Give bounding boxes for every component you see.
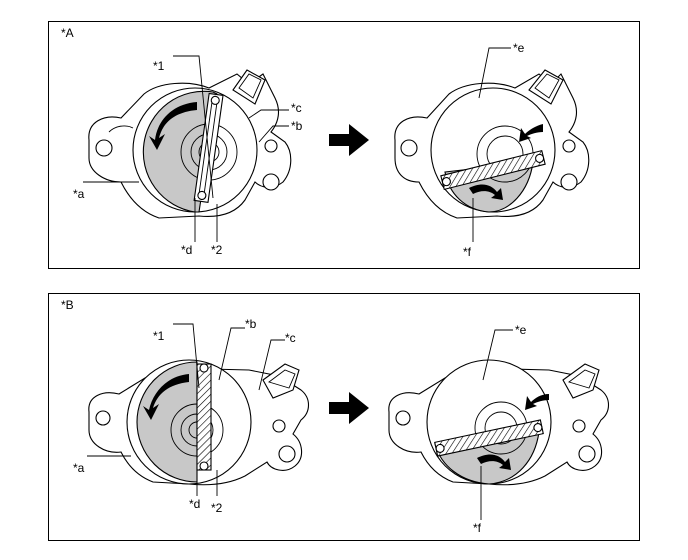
pump-chamber-before (132, 87, 258, 213)
panel-b-illustration: *1 *b *c *a *d *2 *e *f (73, 317, 610, 535)
figure-panel-b: *B (48, 293, 640, 541)
flow-arrow-upper-icon (519, 124, 543, 142)
label-d: *d (181, 243, 192, 257)
flow-arrow-upper-icon (525, 394, 549, 410)
label-c: *c (291, 101, 302, 115)
label-b: *b (245, 317, 257, 331)
flow-arrow-lower-icon (477, 454, 511, 470)
label-part-1: *1 (153, 329, 165, 343)
label-e: *e (513, 41, 525, 55)
panel-tag: *A (61, 26, 74, 40)
label-c: *c (285, 331, 296, 345)
pump-chamber-after (426, 359, 552, 485)
label-a: *a (73, 461, 85, 475)
pump-chamber-before (126, 359, 252, 485)
panel-tag: *B (61, 298, 74, 312)
leader-lines (83, 47, 511, 242)
vane-part-1-rotated (434, 419, 544, 457)
label-part-2: *2 (211, 243, 223, 257)
step-right-arrow-icon (329, 124, 369, 156)
label-part-2: *2 (211, 501, 223, 515)
label-a: *a (73, 187, 85, 201)
vane-part-1-rotated (440, 149, 546, 191)
pump-chamber-after (430, 87, 556, 213)
flow-arrow-lower-icon (469, 184, 503, 200)
figure-panel-a: *A (48, 21, 640, 269)
chamber-area-a (136, 361, 198, 483)
leader-lines (87, 323, 513, 520)
label-part-1: *1 (153, 59, 165, 73)
rotation-arrow-icon (143, 374, 189, 420)
label-e: *e (515, 323, 527, 337)
step-right-arrow-icon (329, 392, 369, 424)
label-f: *f (463, 245, 472, 259)
panel-a-illustration: *1 *a *d *2 *b *c *e *f (73, 41, 590, 259)
label-b: *b (291, 119, 303, 133)
rotation-arrow-icon (149, 102, 197, 150)
label-d: *d (189, 497, 200, 511)
vane-part-1 (193, 92, 224, 203)
label-f: *f (473, 521, 482, 535)
vane-part-1 (196, 363, 212, 471)
